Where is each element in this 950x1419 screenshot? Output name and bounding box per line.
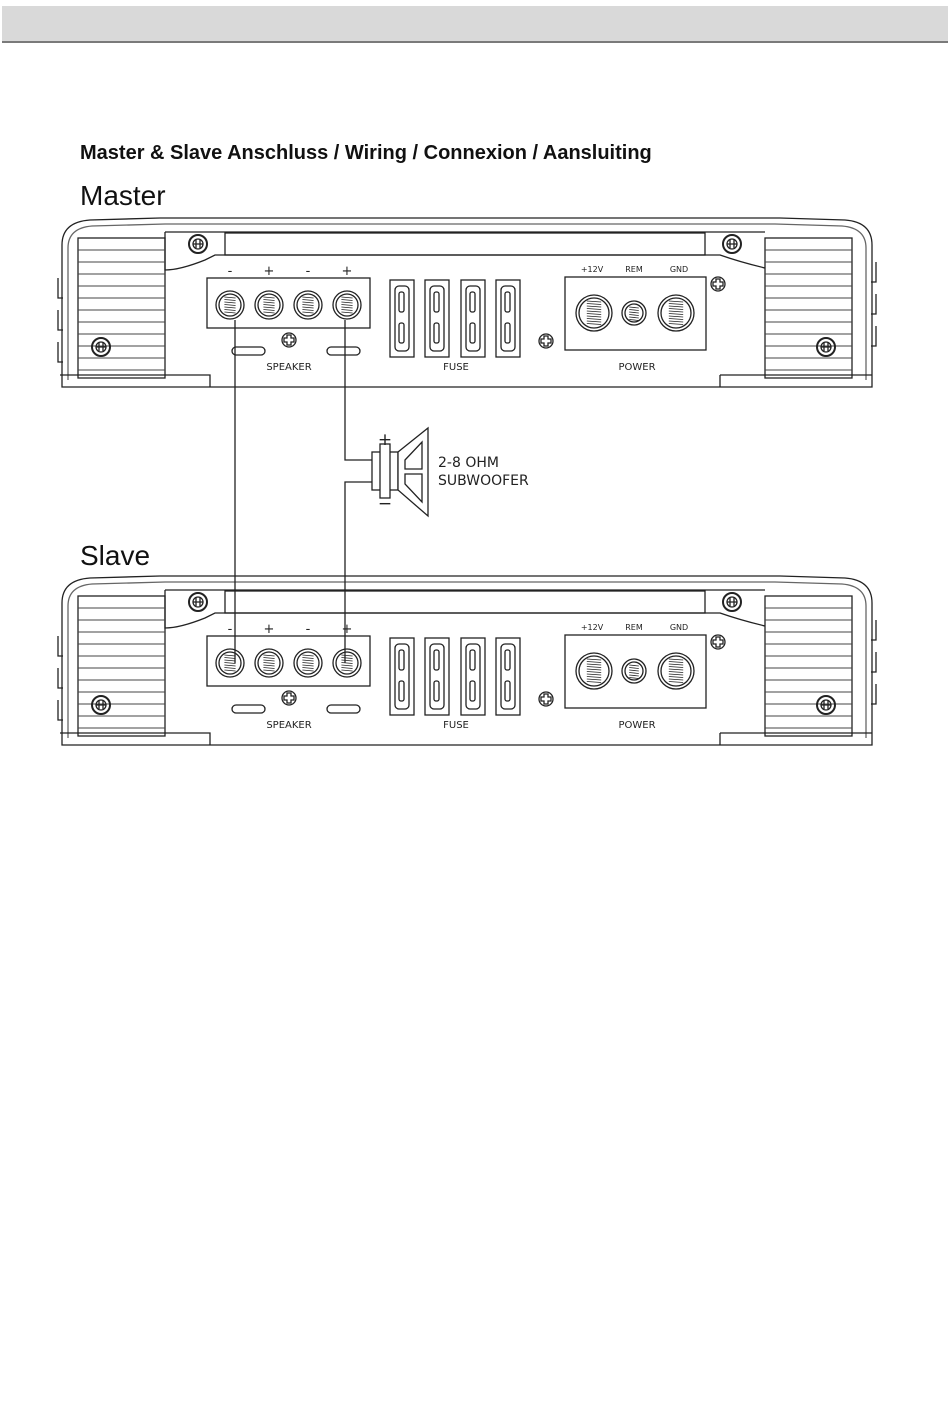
power-terminal-label: GND	[670, 265, 688, 274]
screw-icon	[188, 592, 208, 612]
subwoofer-icon: + − 2-8 OHM SUBWOOFER	[371, 426, 529, 518]
power-terminal-label: GND	[670, 623, 688, 632]
terminal-icon	[254, 290, 284, 320]
speaker-polarity-label: +	[342, 622, 353, 637]
power-terminal-block: +12V REM GND POWER	[538, 265, 726, 373]
heatsink-tabs	[57, 620, 877, 721]
phillips-screw-icon	[538, 333, 554, 349]
subwoofer-minus: −	[378, 494, 392, 514]
speaker-wires	[234, 320, 375, 663]
terminal-icon	[657, 294, 695, 332]
terminal-icon	[621, 300, 647, 326]
speaker-polarity-label: -	[228, 622, 233, 637]
heatsink	[77, 237, 166, 379]
fuse-icon	[389, 637, 415, 716]
amp-top-panel	[164, 231, 766, 271]
phillips-screw-icon	[281, 690, 297, 706]
fuse-label: FUSE	[443, 720, 469, 731]
speaker-slot	[231, 346, 266, 356]
slave-label: Slave	[80, 540, 151, 571]
terminal-icon	[575, 652, 613, 690]
terminal-icon	[575, 294, 613, 332]
terminal-icon	[215, 290, 245, 320]
power-label: POWER	[618, 362, 655, 373]
power-terminal-label: +12V	[581, 623, 604, 632]
speaker-polarity-label: -	[306, 622, 311, 637]
phillips-screw-icon	[281, 332, 297, 348]
heatsink	[764, 237, 853, 379]
page-header-bar	[2, 6, 948, 43]
slave-amplifier: - + - + SPEAKER FUSE +12V REM GND POWER	[57, 575, 877, 746]
screw-icon	[91, 695, 111, 715]
fuse-icon	[460, 279, 486, 358]
amp-feet	[60, 732, 872, 745]
master-label: Master	[80, 180, 166, 211]
fuse-block: FUSE	[389, 279, 521, 373]
screw-icon	[816, 337, 836, 357]
fuse-icon	[460, 637, 486, 716]
terminal-icon	[254, 648, 284, 678]
speaker-polarity-label: +	[264, 622, 275, 637]
terminal-icon	[657, 652, 695, 690]
speaker-polarity-label: -	[306, 264, 311, 279]
subwoofer-impedance: 2-8 OHM	[438, 455, 499, 471]
terminal-icon	[293, 648, 323, 678]
fuse-block: FUSE	[389, 637, 521, 731]
speaker-label: SPEAKER	[266, 362, 311, 373]
wire-master-positive	[344, 320, 375, 461]
terminal-icon	[621, 658, 647, 684]
screw-icon	[188, 234, 208, 254]
amp-top-panel	[164, 589, 766, 629]
terminal-icon	[215, 648, 245, 678]
subwoofer-plus: +	[378, 430, 392, 450]
power-terminal-label: +12V	[581, 265, 604, 274]
terminal-icon	[332, 290, 362, 320]
amp-top-slot	[224, 232, 706, 256]
wire-slave-positive	[344, 481, 375, 663]
fuse-icon	[495, 279, 521, 358]
screw-icon	[722, 592, 742, 612]
master-amplifier: - + - + SPEAKER FUSE +12V REM GND POWER	[57, 217, 877, 388]
terminal-icon	[293, 290, 323, 320]
power-label: POWER	[618, 720, 655, 731]
heatsink-tabs	[57, 262, 877, 363]
speaker-slot	[326, 704, 361, 714]
speaker-slot	[231, 704, 266, 714]
heatsink	[77, 595, 166, 737]
fuse-icon	[424, 279, 450, 358]
speaker-terminal-block: - + - + SPEAKER	[206, 264, 371, 373]
fuse-icon	[389, 279, 415, 358]
phillips-screw-icon	[710, 634, 726, 650]
amp-body	[61, 217, 873, 388]
fuse-icon	[495, 637, 521, 716]
speaker-polarity-label: +	[264, 264, 275, 279]
power-terminal-label: REM	[625, 265, 643, 274]
screw-icon	[722, 234, 742, 254]
power-terminal-label: REM	[625, 623, 643, 632]
amp-body	[61, 575, 873, 746]
page-title: Master & Slave Anschluss / Wiring / Conn…	[80, 142, 652, 164]
power-terminal-block: +12V REM GND POWER	[538, 623, 726, 731]
screw-icon	[816, 695, 836, 715]
phillips-screw-icon	[710, 276, 726, 292]
heatsink	[764, 595, 853, 737]
fuse-icon	[424, 637, 450, 716]
terminal-icon	[332, 648, 362, 678]
subwoofer-label: SUBWOOFER	[438, 473, 529, 489]
fuse-label: FUSE	[443, 362, 469, 373]
screw-icon	[91, 337, 111, 357]
speaker-label: SPEAKER	[266, 720, 311, 731]
phillips-screw-icon	[538, 691, 554, 707]
speaker-slot	[326, 346, 361, 356]
amp-top-slot	[224, 590, 706, 614]
amp-feet	[60, 374, 872, 387]
speaker-polarity-label: +	[342, 264, 353, 279]
speaker-terminal-block: - + - + SPEAKER	[206, 622, 371, 731]
speaker-polarity-label: -	[228, 264, 233, 279]
